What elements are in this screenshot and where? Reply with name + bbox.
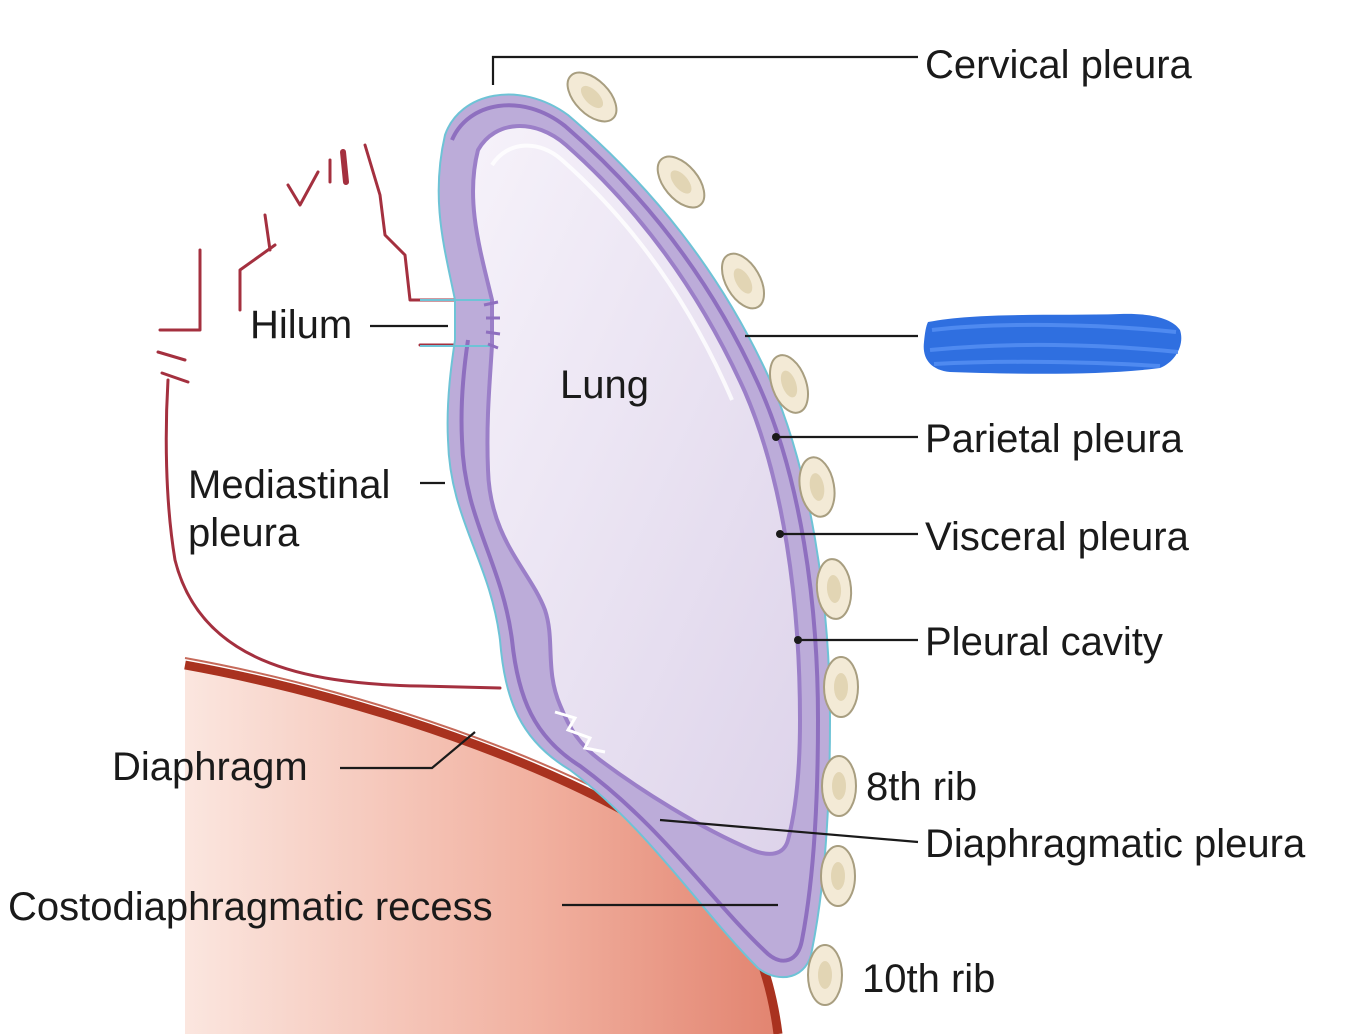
rib-10th: [807, 944, 843, 1006]
rib: [720, 252, 766, 310]
rib: [769, 354, 809, 414]
labels: Cervical pleura Hilum Lung Parietal pleu…: [8, 43, 1306, 1001]
label-mediastinal-pleura-line1: Mediastinal: [188, 463, 390, 507]
redacted-label-scribble: [923, 313, 1182, 374]
label-mediastinal-pleura-line2: pleura: [188, 511, 300, 555]
label-pleural-cavity: Pleural cavity: [925, 620, 1163, 664]
rib: [798, 456, 836, 518]
label-diaphragm: Diaphragm: [112, 745, 308, 789]
label-10th-rib: 10th rib: [862, 957, 995, 1001]
label-cervical-pleura: Cervical pleura: [925, 43, 1193, 87]
rib-8th: [821, 755, 857, 817]
rib: [820, 845, 856, 907]
rib: [566, 71, 618, 123]
ribs: [566, 71, 859, 1006]
leader-lines: [340, 55, 919, 907]
lung-shape: [471, 124, 803, 856]
rib: [815, 558, 853, 620]
label-lung: Lung: [560, 363, 649, 407]
hilum-root: [420, 299, 501, 350]
label-8th-rib: 8th rib: [866, 765, 977, 809]
label-parietal-pleura: Parietal pleura: [925, 417, 1184, 461]
label-hilum: Hilum: [250, 303, 352, 347]
label-diaphragmatic-pleura: Diaphragmatic pleura: [925, 822, 1306, 866]
label-costodiaphragmatic-recess: Costodiaphragmatic recess: [8, 885, 493, 929]
rib: [823, 656, 859, 718]
rib: [656, 155, 706, 209]
label-visceral-pleura: Visceral pleura: [925, 515, 1190, 559]
